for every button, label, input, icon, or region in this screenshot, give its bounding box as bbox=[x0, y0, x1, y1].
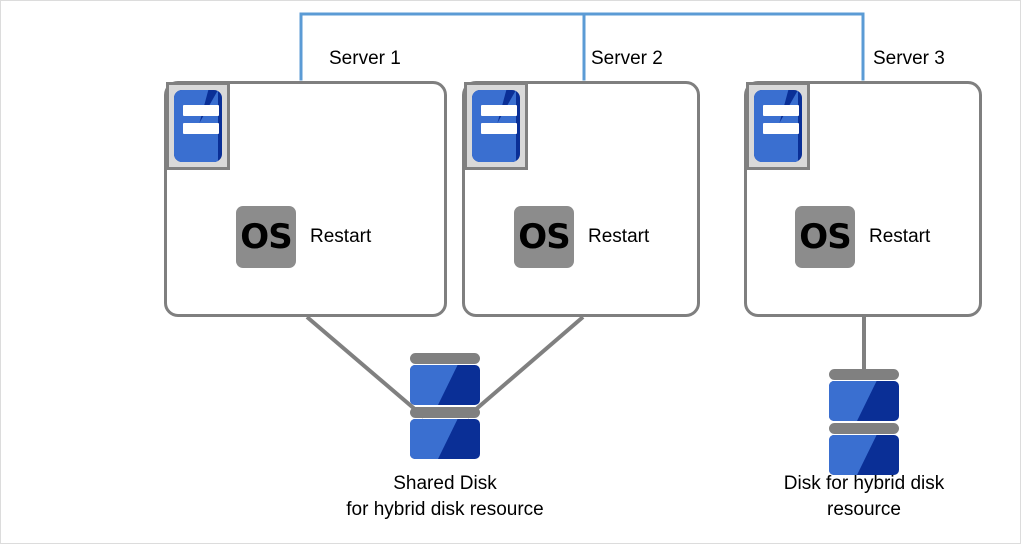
disk-platter-bottom bbox=[829, 435, 899, 475]
server-icon-body bbox=[472, 90, 520, 162]
disk-platter-top bbox=[829, 381, 899, 421]
server-icon-bar-bottom bbox=[481, 123, 517, 134]
server-label-1: Server 1 bbox=[329, 48, 401, 69]
server3-disk-caption-line-2: resource bbox=[827, 498, 901, 520]
server3-disk-caption: Disk for hybrid disk resource bbox=[764, 471, 964, 522]
disk-platter-bottom bbox=[410, 419, 480, 459]
server-icon-bar-top bbox=[763, 105, 799, 116]
server-label-3: Server 3 bbox=[873, 48, 945, 69]
os-restart-group-2: OS Restart bbox=[514, 206, 649, 268]
server-icon-bar-top bbox=[481, 105, 517, 116]
server-icon-body bbox=[754, 90, 802, 162]
server3-disk-icon[interactable] bbox=[829, 369, 899, 477]
server3-disk-caption-line-1: Disk for hybrid disk bbox=[783, 473, 945, 494]
server-icon-bar-bottom bbox=[763, 123, 799, 134]
server-icon-body bbox=[174, 90, 222, 162]
server-machine-icon bbox=[746, 82, 810, 170]
mirror-group-bracket-icon bbox=[299, 12, 865, 81]
disk-cap-middle bbox=[829, 423, 899, 434]
os-action-label-2: Restart bbox=[588, 226, 650, 247]
disk-cap-top bbox=[829, 369, 899, 380]
server-icon-bar-top bbox=[183, 105, 219, 116]
os-chip-3: OS bbox=[795, 206, 855, 268]
server-icon-bar-bottom bbox=[183, 123, 219, 134]
server-box-1[interactable] bbox=[164, 81, 447, 317]
shared-disk-caption: Shared Disk for hybrid disk resource bbox=[325, 471, 565, 522]
disk-platter-top bbox=[410, 365, 480, 405]
os-chip-2: OS bbox=[514, 206, 574, 268]
shared-disk-icon[interactable] bbox=[410, 353, 480, 461]
server-label-2: Server 2 bbox=[591, 48, 663, 69]
os-action-label-3: Restart bbox=[869, 226, 931, 247]
shared-disk-caption-line-2: for hybrid disk resource bbox=[346, 498, 544, 520]
disk-cap-top bbox=[410, 353, 480, 364]
server-machine-icon bbox=[464, 82, 528, 170]
shared-disk-connector-lines bbox=[305, 315, 585, 419]
disk-cap-middle bbox=[410, 407, 480, 418]
os-restart-group-1: OS Restart bbox=[236, 206, 371, 268]
server-machine-icon bbox=[166, 82, 230, 170]
os-action-label-1: Restart bbox=[310, 226, 372, 247]
os-chip-1: OS bbox=[236, 206, 296, 268]
shared-disk-caption-line-1: Shared Disk bbox=[393, 473, 497, 494]
os-restart-group-3: OS Restart bbox=[795, 206, 930, 268]
